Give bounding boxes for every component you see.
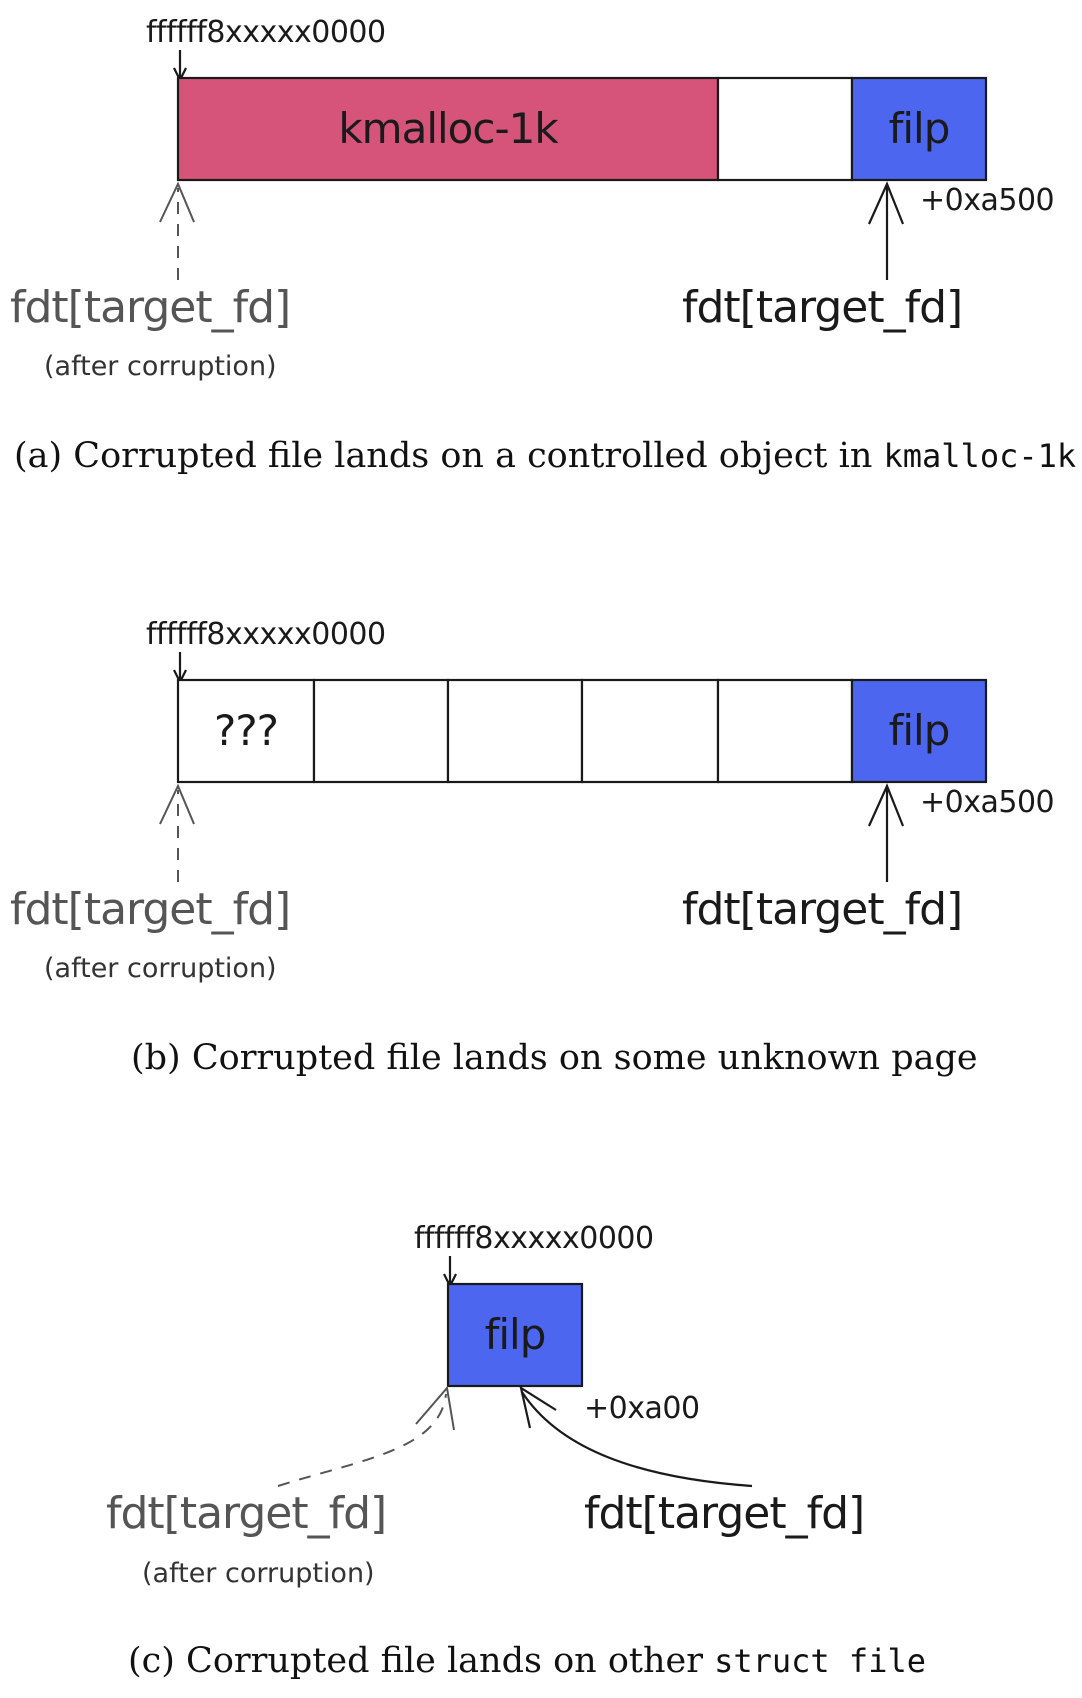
- panel-a-address-arrow: [173, 50, 187, 83]
- panel-c-corrupt-note: (after corruption): [142, 1558, 375, 1589]
- panel-c-corrupt-arrowhead: [415, 1385, 455, 1431]
- panel-b-slot-4: [580, 678, 720, 784]
- panel-b-filp-block: [850, 678, 988, 784]
- panel-a-caption: (a) Corrupted file lands on a controlled…: [14, 436, 1076, 476]
- panel-a-address: ffffff8xxxxx0000: [146, 15, 386, 50]
- panel-c-caption-code: struct file: [714, 1642, 926, 1680]
- panel-b-slot-2: [312, 678, 450, 784]
- panel-a-caption-code: kmalloc-1k: [883, 437, 1076, 475]
- panel-b-offset: +0xa500: [920, 785, 1054, 820]
- panel-b-corrupt-label: fdt[target_fd]: [10, 884, 290, 935]
- panel-b-slot-5: [716, 678, 854, 784]
- panel-b-address: ffffff8xxxxx0000: [146, 617, 386, 652]
- panel-b-address-arrow: [173, 652, 187, 685]
- panel-a-filp-block: [850, 76, 988, 182]
- panel-b-filp-label: filp: [889, 706, 950, 755]
- panel-c-filp-label: filp: [485, 1310, 546, 1359]
- panel-c-filp-block: [446, 1282, 584, 1388]
- panel-a-empty-slot: [716, 76, 854, 182]
- panel-a-corrupt-arrowhead: [159, 181, 195, 223]
- panel-a: ffffff8xxxxx0000 kmalloc-1k filp +0xa500…: [10, 15, 1076, 476]
- panel-a-kmalloc-block: [176, 76, 720, 182]
- panel-a-target-label: fdt[target_fd]: [682, 282, 962, 333]
- panel-b: ffffff8xxxxx0000 ??? filp +0xa500 fdt[ta…: [10, 617, 1055, 1078]
- panel-c: ffffff8xxxxx0000 filp +0xa00 fdt[target_…: [106, 1221, 926, 1681]
- panel-b-caption: (b) Corrupted file lands on some unknown…: [131, 1038, 978, 1078]
- panel-c-offset: +0xa00: [584, 1391, 700, 1426]
- panel-c-corrupt-arrow: [277, 1393, 447, 1487]
- panel-a-target-arrow: [867, 181, 905, 280]
- panel-c-caption-text: (c) Corrupted file lands on other: [128, 1641, 714, 1681]
- panel-b-target-label: fdt[target_fd]: [682, 884, 962, 935]
- panel-b-corrupt-arrowhead: [159, 783, 195, 825]
- panel-c-corrupt-label: fdt[target_fd]: [106, 1488, 386, 1539]
- panel-a-offset: +0xa500: [920, 183, 1054, 218]
- panel-c-target-arrowhead: [519, 1385, 557, 1429]
- panel-b-target-arrow: [867, 783, 905, 882]
- panel-c-address-arrow: [443, 1256, 457, 1289]
- panel-b-corrupt-note: (after corruption): [44, 953, 277, 984]
- panel-a-corrupt-label: fdt[target_fd]: [10, 282, 290, 333]
- panel-c-address: ffffff8xxxxx0000: [414, 1221, 654, 1256]
- panel-c-target-arrow: [521, 1391, 753, 1488]
- panel-a-kmalloc-label: kmalloc-1k: [338, 104, 559, 153]
- panel-a-caption-text: (a) Corrupted file lands on a controlled…: [14, 436, 883, 476]
- panel-a-filp-label: filp: [889, 104, 950, 153]
- panel-b-unknown-label: ???: [214, 706, 278, 755]
- panel-b-slot-3: [446, 678, 584, 784]
- panel-c-caption: (c) Corrupted file lands on other struct…: [128, 1641, 926, 1681]
- panel-a-corrupt-note: (after corruption): [44, 351, 277, 382]
- panel-c-target-label: fdt[target_fd]: [584, 1488, 864, 1539]
